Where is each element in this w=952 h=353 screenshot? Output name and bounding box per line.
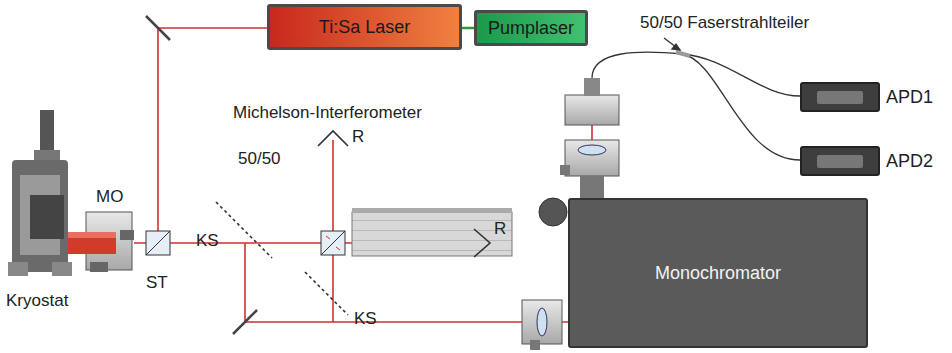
node-label: Ti:Sa Laser <box>319 17 410 38</box>
laser-beam <box>134 28 592 322</box>
detector-box: APD2 <box>800 146 880 176</box>
objective-mount <box>68 212 134 272</box>
node-label: Pumplaser <box>488 18 574 39</box>
part-label: 50/50 Faserstrahlteiler <box>640 14 809 33</box>
detector-panel <box>817 91 863 104</box>
detector-panel <box>817 155 863 168</box>
pump-beam <box>462 27 474 30</box>
michelson-interferometer <box>318 131 512 257</box>
part-label: ST <box>146 274 168 293</box>
pump-laser-box: Pumplaser <box>474 10 588 46</box>
part-label: KS <box>354 310 377 329</box>
part-label: Kryostat <box>6 292 68 311</box>
part-label: R <box>494 220 506 239</box>
flip-mirror <box>216 202 348 315</box>
part-label: MO <box>96 188 123 207</box>
beamsplitter-cube <box>146 231 170 255</box>
cryostat <box>8 110 72 276</box>
monochromator-box: Monochromator <box>568 198 868 348</box>
node-label: Monochromator <box>655 263 781 284</box>
part-label: 50/50 <box>238 150 281 169</box>
node-label: APD1 <box>886 87 933 108</box>
detector-box: APD1 <box>800 82 880 112</box>
part-label: Michelson-Interferometer <box>233 104 422 123</box>
optical-fiber <box>592 38 800 160</box>
part-label: R <box>352 128 364 147</box>
mirror <box>146 16 257 334</box>
laser-box: Ti:Sa Laser <box>267 4 462 50</box>
part-label: KS <box>196 232 219 251</box>
node-label: APD2 <box>886 151 933 172</box>
